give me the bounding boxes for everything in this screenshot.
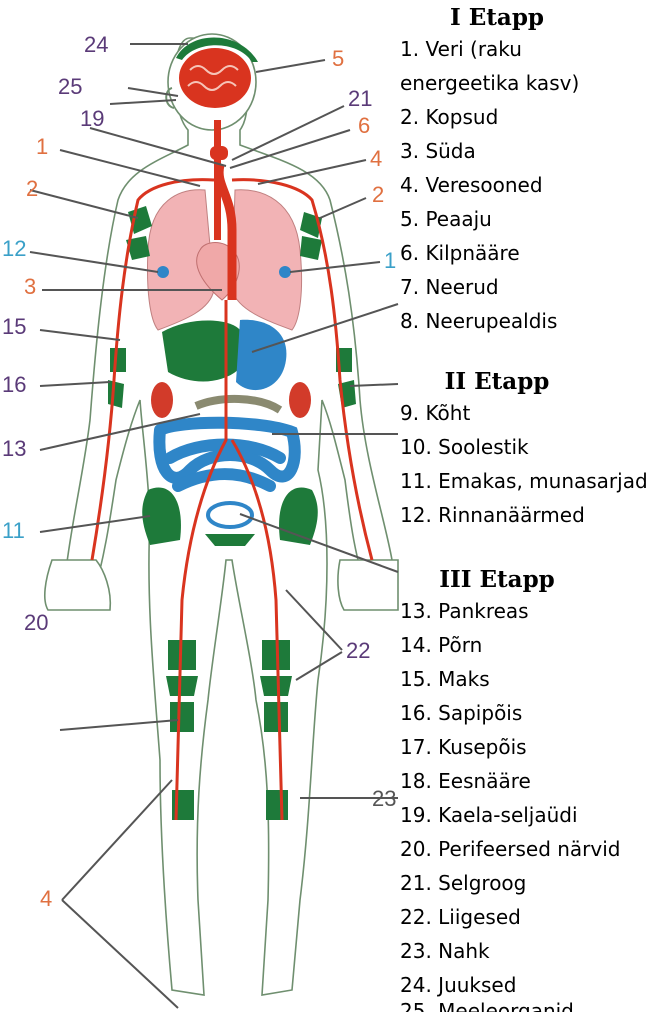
callout-1: 1 <box>36 134 48 159</box>
legend-item: 8. Neerupealdis <box>400 308 557 334</box>
callout-1-right: 1 <box>384 248 396 273</box>
legend-item: 13. Pankreas <box>400 598 529 624</box>
callout-5: 5 <box>332 46 344 71</box>
callout-2-right: 2 <box>372 182 384 207</box>
breast-right <box>279 266 291 278</box>
legend-item: 7. Neerud <box>400 274 499 300</box>
legend-item: 24. Juuksed <box>400 972 516 998</box>
legend-item: 4. Veresooned <box>400 172 543 198</box>
legend-item: 14. Põrn <box>400 632 482 658</box>
legend-item: 22. Liigesed <box>400 904 521 930</box>
breast-left <box>157 266 169 278</box>
callout-2-left: 2 <box>26 176 38 201</box>
body-anatomy-diagram: 24 5 25 21 19 6 1 4 2 2 12 1 3 15 16 13 … <box>0 0 400 1012</box>
legend-item: 20. Perifeersed närvid <box>400 836 621 862</box>
callout-11: 11 <box>2 518 25 543</box>
callout-15: 15 <box>2 314 26 339</box>
thyroid <box>210 146 228 160</box>
legend-item: 5. Peaaju <box>400 206 492 232</box>
kidney-right <box>289 382 311 418</box>
callout-25: 25 <box>58 74 82 99</box>
legend-item: 1. Veri (raku <box>400 36 522 62</box>
callout-4-top: 4 <box>370 146 382 171</box>
callout-3: 3 <box>24 274 36 299</box>
callout-16: 16 <box>2 372 26 397</box>
callout-23: 23 <box>372 786 396 811</box>
legend-item: 9. Kõht <box>400 400 470 426</box>
legend-item: 12. Rinnanäärmed <box>400 502 585 528</box>
legend-item: 6. Kilpnääre <box>400 240 520 266</box>
legend-item: 21. Selgroog <box>400 870 526 896</box>
callout-4-bottom: 4 <box>40 886 52 911</box>
legend-item: 11. Emakas, munasarjad <box>400 468 648 494</box>
legend-panel: I Etapp 1. Veri (raku energeetika kasv) … <box>397 0 667 1012</box>
callout-6: 6 <box>358 113 370 138</box>
legend-item: 15. Maks <box>400 666 490 692</box>
callout-20: 20 <box>24 610 48 635</box>
brain <box>179 48 251 108</box>
legend-item: 25. Meeleorganid <box>400 998 574 1012</box>
liver <box>162 321 240 382</box>
callout-21: 21 <box>348 86 372 111</box>
kidney-left <box>151 382 173 418</box>
legend-item: energeetika kasv) <box>400 70 579 96</box>
legend-item: 16. Sapipõis <box>400 700 522 726</box>
legend-item: 18. Eesnääre <box>400 768 531 794</box>
legend-item: 17. Kusepõis <box>400 734 527 760</box>
stage-title-3: III Etapp <box>397 566 667 593</box>
legend-item: 2. Kopsud <box>400 104 498 130</box>
callout-22: 22 <box>346 638 370 663</box>
legend-item: 19. Kaela-seljaüdi <box>400 802 578 828</box>
stage-title-2: II Etapp <box>397 368 667 395</box>
callout-24: 24 <box>84 32 108 57</box>
callout-13: 13 <box>2 436 26 461</box>
legend-item: 3. Süda <box>400 138 476 164</box>
callout-19: 19 <box>80 106 104 131</box>
legend-item: 10. Soolestik <box>400 434 529 460</box>
stage-title-1: I Etapp <box>397 4 667 31</box>
ankle-right <box>266 790 288 820</box>
callout-12: 12 <box>2 236 26 261</box>
legend-item: 23. Nahk <box>400 938 490 964</box>
